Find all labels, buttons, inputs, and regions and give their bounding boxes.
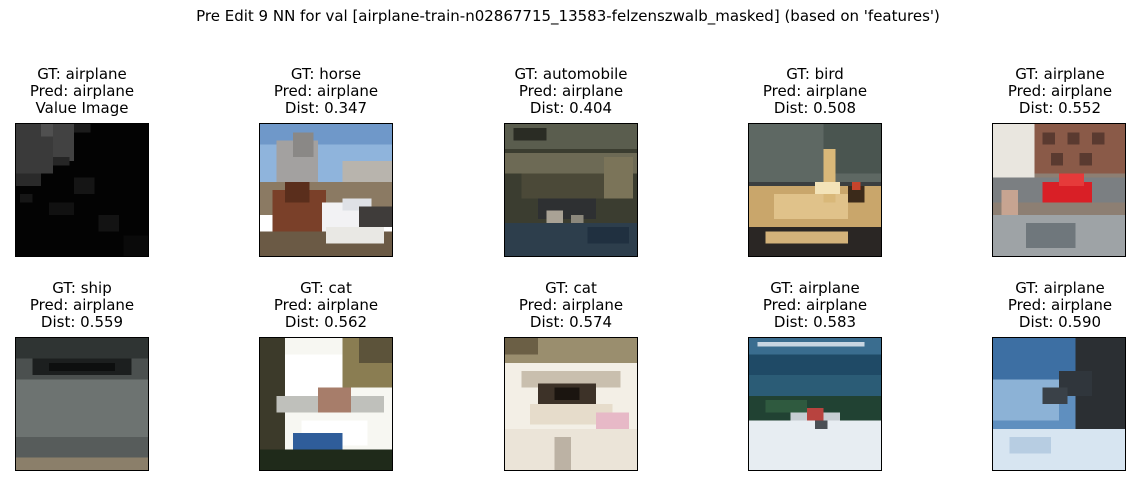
panel-3-image bbox=[504, 123, 638, 257]
panel-extra-label: Value Image bbox=[35, 99, 129, 117]
panel-gt-label: GT: airplane bbox=[37, 65, 127, 83]
panel-4-caption: GT: bird Pred: airplane Dist: 0.508 bbox=[720, 66, 910, 117]
panel-1-caption: GT: airplane Pred: airplane Value Image bbox=[0, 66, 177, 117]
panel-pred-label: Pred: airplane bbox=[762, 296, 868, 314]
panel-2-caption: GT: horse Pred: airplane Dist: 0.347 bbox=[231, 66, 421, 117]
panel-gt-label: GT: horse bbox=[290, 65, 362, 83]
panel-2-image bbox=[259, 123, 393, 257]
panel-extra-label: Dist: 0.404 bbox=[529, 99, 613, 117]
figure-title: Pre Edit 9 NN for val [airplane-train-n0… bbox=[196, 7, 940, 25]
panel-5-caption: GT: airplane Pred: airplane Dist: 0.552 bbox=[965, 66, 1136, 117]
panel-extra-label: Dist: 0.562 bbox=[284, 313, 368, 331]
panel-pred-label: Pred: airplane bbox=[1007, 82, 1113, 100]
panel-gt-label: GT: airplane bbox=[1015, 279, 1105, 297]
panel-5-image bbox=[992, 123, 1126, 257]
panel-9-caption: GT: airplane Pred: airplane Dist: 0.583 bbox=[720, 280, 910, 331]
panel-extra-label: Dist: 0.552 bbox=[1018, 99, 1102, 117]
panel-pred-label: Pred: airplane bbox=[1007, 296, 1113, 314]
panel-6-caption: GT: ship Pred: airplane Dist: 0.559 bbox=[0, 280, 177, 331]
panel-extra-label: Dist: 0.347 bbox=[284, 99, 368, 117]
panel-pred-label: Pred: airplane bbox=[518, 82, 624, 100]
panel-10-image bbox=[992, 337, 1126, 471]
panel-pred-label: Pred: airplane bbox=[29, 296, 135, 314]
panel-3-caption: GT: automobile Pred: airplane Dist: 0.40… bbox=[476, 66, 666, 117]
panel-10-caption: GT: airplane Pred: airplane Dist: 0.590 bbox=[965, 280, 1136, 331]
panel-pred-label: Pred: airplane bbox=[762, 82, 868, 100]
panel-7-caption: GT: cat Pred: airplane Dist: 0.562 bbox=[231, 280, 421, 331]
panel-gt-label: GT: bird bbox=[786, 65, 844, 83]
panel-pred-label: Pred: airplane bbox=[273, 296, 379, 314]
panel-extra-label: Dist: 0.559 bbox=[40, 313, 124, 331]
panel-extra-label: Dist: 0.508 bbox=[773, 99, 857, 117]
panel-1-image bbox=[15, 123, 149, 257]
panel-8-caption: GT: cat Pred: airplane Dist: 0.574 bbox=[476, 280, 666, 331]
panel-extra-label: Dist: 0.583 bbox=[773, 313, 857, 331]
panel-gt-label: GT: airplane bbox=[1015, 65, 1105, 83]
panel-gt-label: GT: cat bbox=[545, 279, 597, 297]
panel-gt-label: GT: ship bbox=[52, 279, 112, 297]
panel-gt-label: GT: cat bbox=[300, 279, 352, 297]
panel-pred-label: Pred: airplane bbox=[29, 82, 135, 100]
panel-9-image bbox=[748, 337, 882, 471]
panel-gt-label: GT: automobile bbox=[514, 65, 628, 83]
panel-extra-label: Dist: 0.590 bbox=[1018, 313, 1102, 331]
panel-pred-label: Pred: airplane bbox=[518, 296, 624, 314]
panel-6-image bbox=[15, 337, 149, 471]
panel-4-image bbox=[748, 123, 882, 257]
panel-pred-label: Pred: airplane bbox=[273, 82, 379, 100]
panel-8-image bbox=[504, 337, 638, 471]
panel-7-image bbox=[259, 337, 393, 471]
panel-gt-label: GT: airplane bbox=[770, 279, 860, 297]
panel-extra-label: Dist: 0.574 bbox=[529, 313, 613, 331]
